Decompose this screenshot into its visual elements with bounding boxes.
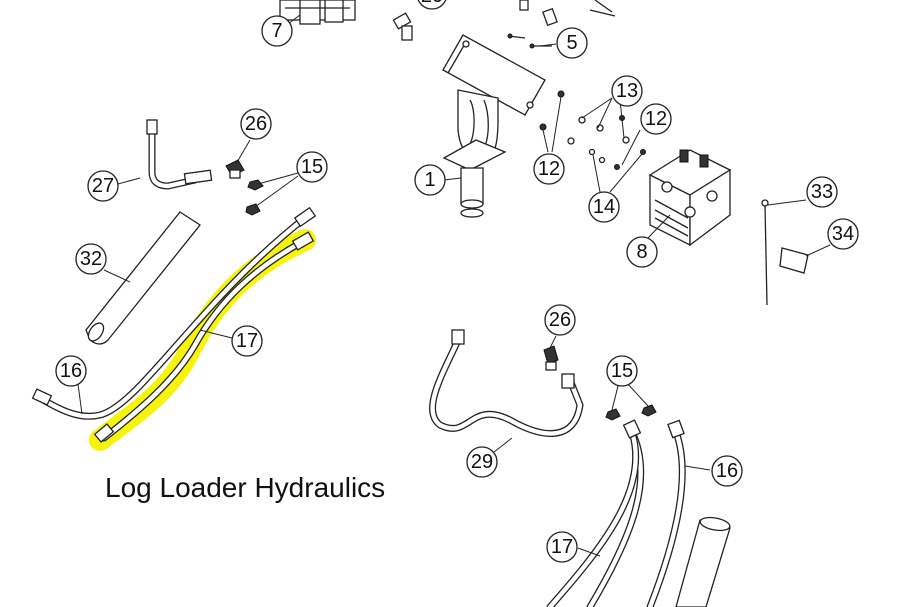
nuts-part-15-lower [605, 404, 657, 421]
callout-8: 8 [626, 236, 658, 268]
callout-label: 12 [538, 158, 560, 180]
hose-part-17-left [93, 231, 315, 443]
callout-label: 12 [645, 108, 667, 130]
callout-label: 7 [271, 20, 282, 42]
fitting-part-26-lower [543, 345, 559, 371]
callout-20: 20 [417, 0, 447, 10]
callout-label: 26 [549, 309, 571, 331]
callout-label: 20 [421, 0, 443, 7]
hose-part-16-left [31, 206, 317, 420]
callout-label: 29 [471, 451, 493, 473]
leader-lines [77, 14, 831, 557]
callout-label: 8 [636, 241, 647, 263]
elbow-fitting-part-20 [392, 12, 413, 41]
callout-33: 33 [806, 176, 838, 208]
callout-label: 16 [716, 460, 738, 482]
callout-13: 13 [611, 75, 643, 107]
mount-pedestal-part-1 [442, 34, 546, 218]
hose-part-29 [429, 329, 584, 437]
callout-12-left: 12 [533, 153, 565, 185]
callout-14: 14 [588, 191, 620, 223]
callout-label: 13 [616, 80, 638, 102]
callout-27: 27 [87, 170, 119, 202]
callout-label: 33 [811, 181, 833, 203]
callout-16-lower: 16 [711, 455, 743, 487]
callout-1: 1 [414, 164, 446, 196]
callout-34: 34 [827, 218, 859, 250]
callout-label: 5 [566, 32, 577, 54]
callout-17-lower: 17 [546, 531, 578, 563]
hose-part-27 [146, 119, 213, 190]
callout-label: 17 [236, 330, 258, 352]
callout-label: 14 [593, 196, 615, 218]
callout-15-lower: 15 [606, 355, 638, 387]
callout-label: 27 [92, 175, 114, 197]
hose-part-16-lower [646, 419, 686, 607]
callout-label: 17 [551, 536, 573, 558]
callout-5: 5 [556, 27, 588, 59]
callout-17-left: 17 [231, 325, 263, 357]
valve-block-part-7 [279, 0, 356, 25]
callout-label: 15 [611, 360, 633, 382]
callout-15-left: 15 [296, 151, 328, 183]
callout-label: 34 [832, 223, 854, 245]
fitting-part-26 [225, 159, 245, 179]
hose-part-17-lower [546, 419, 645, 607]
fasteners-parts-12-13-14 [539, 90, 646, 170]
highlighted-hose-17 [89, 229, 316, 451]
rod-part-33 [761, 199, 769, 306]
callout-label: 16 [60, 360, 82, 382]
diagram-caption: Log Loader Hydraulics [105, 472, 386, 503]
callout-label: 1 [424, 169, 435, 191]
callout-29: 29 [466, 446, 498, 478]
hose-sleeve-part-32 [85, 211, 201, 345]
callout-26-left: 26 [240, 108, 272, 140]
control-valve-part-8 [648, 149, 732, 247]
callout-label: 32 [80, 248, 102, 270]
callout-label: 15 [301, 156, 323, 178]
nuts-part-15 [245, 179, 264, 216]
hose-sleeve-lower [675, 516, 731, 607]
callout-32: 32 [75, 243, 107, 275]
callout-12-right: 12 [640, 103, 672, 135]
callout-26-lower: 26 [544, 304, 576, 336]
callout-label: 26 [245, 113, 267, 135]
callout-16-left: 16 [55, 355, 87, 387]
bolts-part-5 [507, 33, 552, 49]
small-hardware-top [519, 0, 616, 27]
decal-part-34 [779, 247, 809, 274]
callout-7: 7 [261, 15, 293, 47]
